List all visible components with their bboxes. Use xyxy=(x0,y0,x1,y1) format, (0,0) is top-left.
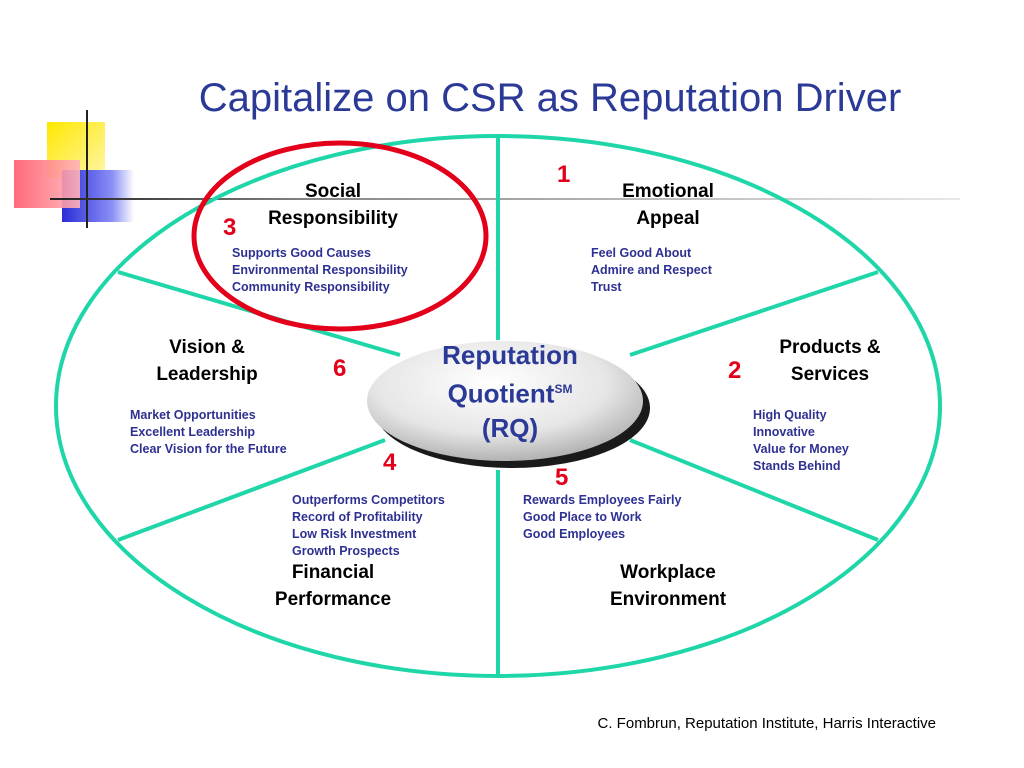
highlight-circle xyxy=(191,140,489,332)
dimension-workplace-label-line2: Environment xyxy=(609,589,727,610)
list-item: Supports Good Causes xyxy=(232,246,371,260)
center-sm-mark: SM xyxy=(554,382,573,396)
list-item: Good Place to Work xyxy=(523,510,642,524)
center-quotient: Quotient xyxy=(447,378,555,409)
divider-lower-right xyxy=(629,438,879,542)
list-item: Clear Vision for the Future xyxy=(130,442,287,456)
decor-horizontal-line xyxy=(50,198,960,200)
dimension-social-label: Social Responsibility xyxy=(233,178,433,232)
list-item: Excellent Leadership xyxy=(130,425,256,439)
dimension-products-label: Products & Services xyxy=(730,334,930,388)
list-item: Good Employees xyxy=(523,527,626,541)
page-title: Capitalize on CSR as Reputation Driver xyxy=(198,76,902,120)
dimension-workplace-items: Rewards Employees Fairly Good Place to W… xyxy=(523,492,681,543)
dimension-products-label-line2: Services xyxy=(790,364,870,385)
source-credit: C. Fombrun, Reputation Institute, Harris… xyxy=(597,715,936,732)
list-item: Stands Behind xyxy=(753,459,841,473)
divider-lower-left xyxy=(117,438,386,542)
center-ellipse xyxy=(367,341,643,461)
list-item: High Quality xyxy=(753,408,827,422)
dimension-financial-label-line2: Performance xyxy=(274,589,392,610)
list-item: Environmental Responsibility xyxy=(232,263,408,277)
dimension-social-items: Supports Good Causes Environmental Respo… xyxy=(232,245,408,296)
list-item: Trust xyxy=(591,280,622,294)
dimension-financial-label-line1: Financial xyxy=(291,562,375,583)
dimension-products-items: High Quality Innovative Value for Money … xyxy=(753,407,849,475)
dimension-emotional-label-line1: Emotional xyxy=(622,181,714,202)
center-label: Reputation QuotientSM (RQ) xyxy=(400,338,620,445)
dimension-vision-label-line2: Leadership xyxy=(156,364,258,385)
dimension-vision-label: Vision & Leadership xyxy=(107,334,307,388)
dimension-emotional-label: Emotional Appeal xyxy=(568,178,768,232)
dimension-financial-rank: 4 xyxy=(383,449,397,476)
list-item: Market Opportunities xyxy=(130,408,256,422)
divider-upper-right xyxy=(629,270,879,357)
dimension-products-label-line1: Products & xyxy=(779,337,881,358)
dimension-vision-items: Market Opportunities Excellent Leadershi… xyxy=(130,407,287,458)
dimension-workplace-label-line1: Workplace xyxy=(620,562,716,583)
list-item: Community Responsibility xyxy=(232,280,390,294)
list-item: Admire and Respect xyxy=(591,263,712,277)
decor-red-square xyxy=(14,160,80,208)
dimension-workplace-rank: 5 xyxy=(555,464,569,491)
dimension-vision-label-line1: Vision & xyxy=(169,337,245,358)
list-item: Value for Money xyxy=(753,442,849,456)
dimension-workplace-label: Workplace Environment xyxy=(568,559,768,613)
dimension-social-label-line1: Social xyxy=(305,181,361,202)
dimension-emotional-items: Feel Good About Admire and Respect Trust xyxy=(591,245,712,296)
list-item: Low Risk Investment xyxy=(292,527,417,541)
dimension-financial-label: Financial Performance xyxy=(233,559,433,613)
dimension-vision-rank: 6 xyxy=(333,355,347,382)
list-item: Feel Good About xyxy=(591,246,692,260)
list-item: Rewards Employees Fairly xyxy=(523,493,682,507)
list-item: Record of Profitability xyxy=(292,510,423,524)
dimension-social-rank: 3 xyxy=(223,214,237,241)
center-line-2: QuotientSM xyxy=(400,372,620,411)
decor-vertical-line xyxy=(86,110,88,228)
list-item: Growth Prospects xyxy=(292,544,400,558)
dimension-financial-items: Outperforms Competitors Record of Profit… xyxy=(292,492,445,560)
list-item: Outperforms Competitors xyxy=(292,493,445,507)
dimension-products-rank: 2 xyxy=(728,357,742,384)
list-item: Innovative xyxy=(753,425,815,439)
center-line-3: (RQ) xyxy=(481,412,539,443)
dimension-social-label-line2: Responsibility xyxy=(268,208,398,229)
center-line-1: Reputation xyxy=(442,340,578,370)
dimension-emotional-label-line2: Appeal xyxy=(636,208,700,229)
dimension-emotional-rank: 1 xyxy=(557,161,571,188)
